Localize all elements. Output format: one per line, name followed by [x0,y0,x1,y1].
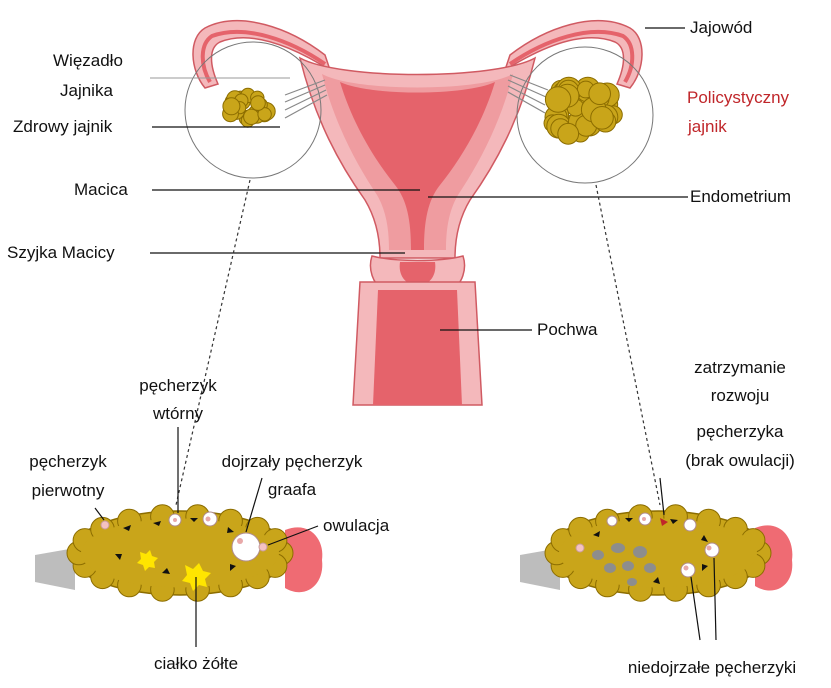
pcos-ovary-cyst [589,83,611,105]
pcos-ovary-cyst [558,123,579,144]
ovulation-label: owulacja [323,516,389,536]
primary-follicle [101,521,109,529]
pcos-label-line1: Policystyczny [687,88,789,108]
vagina-label: Pochwa [537,320,597,340]
ovulation-site [259,543,267,551]
ligament-label-line2: Jajnika [60,81,113,101]
pcos-follicle-4 [705,543,719,557]
graafian-follicle-label-line1: dojrzały pęcherzyk [222,452,363,472]
pcos-follicle-5 [681,563,695,577]
healthy-ovary-label: Zdrowy jajnik [13,117,112,137]
healthy-ovary-follicle [251,96,266,111]
graafian-follicle [232,533,260,561]
arrest-label-line4: (brak owulacji) [685,451,795,471]
polycystic-ovary [544,77,622,144]
pcos-primary-follicle [576,544,584,552]
ligament-label-line1: Więzadło [53,51,123,71]
pcos-label-line2: jajnik [688,117,727,137]
arrest-label-line2: rozwoju [711,386,770,406]
endometrium-label: Endometrium [690,187,791,207]
normal-ovary-cycle [35,505,322,601]
primary-follicle-label-line1: pęcherzyk [29,452,106,472]
arrest-label-line3: pęcherzyka [697,422,784,442]
fallopian-tube-label: Jajowód [690,18,752,38]
healthy-ovary-follicle [244,109,259,124]
pcos-ovary-cycle [520,505,792,601]
pcos-follicle-3 [684,519,696,531]
corpus-luteum-label: ciałko żółte [154,654,238,674]
primary-follicle-label-line2: pierwotny [32,481,105,501]
secondary-follicle-label-line2: wtórny [153,404,203,424]
healthy-ovary [223,88,276,127]
pcos-ovary-cyst [545,87,570,112]
pcos-ovary-cyst [591,107,614,130]
cervix-label: Szyjka Macicy [7,243,115,263]
graafian-follicle-label-line2: graafa [268,480,316,500]
uterus-label: Macica [74,180,128,200]
secondary-follicle-label-line1: pęcherzyk [139,376,216,396]
pcos-follicle-1 [607,516,617,526]
immature-follicles-label: niedojrzałe pęcherzyki [628,658,796,678]
healthy-ovary-follicle [223,98,240,115]
arrest-label-line1: zatrzymanie [694,358,786,378]
